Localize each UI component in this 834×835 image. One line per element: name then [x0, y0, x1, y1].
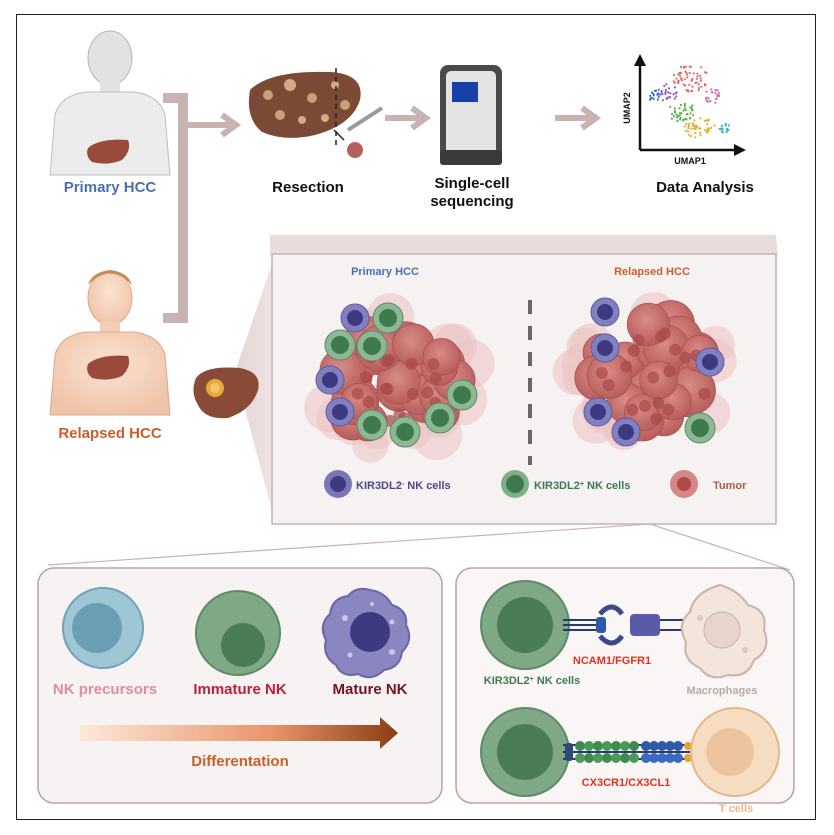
umap-plot [634, 54, 746, 156]
macrophages-label: Macrophages [687, 685, 758, 697]
differentiation-label: Differentation [191, 753, 289, 770]
legend-kir-pos-label: KIR3DL2+ NK cells [534, 480, 630, 492]
sequencing-label-line2: sequencing [430, 193, 513, 210]
macrophage-cell [680, 583, 768, 679]
ncam1-fgfr1-label: NCAM1/FGFR1 [573, 655, 651, 667]
immature-nk-cell [195, 590, 281, 676]
figure-frame [16, 14, 816, 820]
kir-nk-cell-bottom [480, 707, 570, 797]
panel-primary-title: Primary HCC [351, 266, 419, 278]
nk-precursors-label: NK precursors [53, 681, 157, 698]
cx3cr1-cx3cl1-label: CX3CR1/CX3CL1 [582, 777, 671, 789]
zoom-connector [270, 235, 778, 255]
data-analysis-label: Data Analysis [656, 179, 754, 196]
relapsed-hcc-label: Relapsed HCC [58, 425, 162, 442]
resection-label: Resection [272, 179, 344, 196]
resected-liver-image [248, 68, 384, 158]
legend-kir-pos-icon [501, 470, 529, 498]
kir-nk-cells-label: KIR3DL2+ NK cells [484, 675, 580, 687]
legend-kir-neg-icon [324, 470, 352, 498]
sequencing-label-line1: Single-cell [434, 175, 509, 192]
t-cells-label: T cells [719, 803, 753, 815]
primary-hcc-label: Primary HCC [64, 179, 157, 196]
patient-bracket [163, 93, 188, 323]
umap-y-label: UMAP2 [622, 92, 632, 124]
umap-x-label: UMAP1 [674, 156, 706, 166]
nk-precursor-cell [62, 587, 144, 669]
liver-with-tumor-icon [193, 367, 259, 419]
t-cell [690, 707, 780, 797]
ncam1-fgfr1-receptor-icon [563, 604, 690, 646]
panel-relapsed-title: Relapsed HCC [614, 266, 690, 278]
relapsed-tumor-cluster [552, 292, 737, 451]
primary-tumor-cluster [304, 293, 495, 463]
arrow-to-resection [188, 112, 242, 138]
arrow-to-sequencer [385, 105, 432, 131]
legend-tumor-label: Tumor [713, 480, 747, 492]
cx3cr1-cx3cl1-receptor-icon [563, 741, 692, 763]
arrow-to-analysis [555, 105, 602, 131]
legend-kir-neg-label: KIR3DL2- NK cells [356, 480, 451, 492]
kir-nk-cell-top [480, 580, 570, 670]
mature-nk-cell [321, 587, 411, 679]
mature-nk-label: Mature NK [332, 681, 407, 698]
immature-nk-label: Immature NK [193, 681, 287, 698]
differentiation-arrow [80, 717, 398, 749]
primary-patient-figure [49, 30, 171, 176]
legend: KIR3DL2- NK cells KIR3DL2+ NK cells Tumo… [324, 470, 747, 498]
relapsed-patient-figure [49, 270, 171, 416]
legend-tumor-icon [670, 470, 698, 498]
sequencer-device-icon [440, 65, 502, 165]
